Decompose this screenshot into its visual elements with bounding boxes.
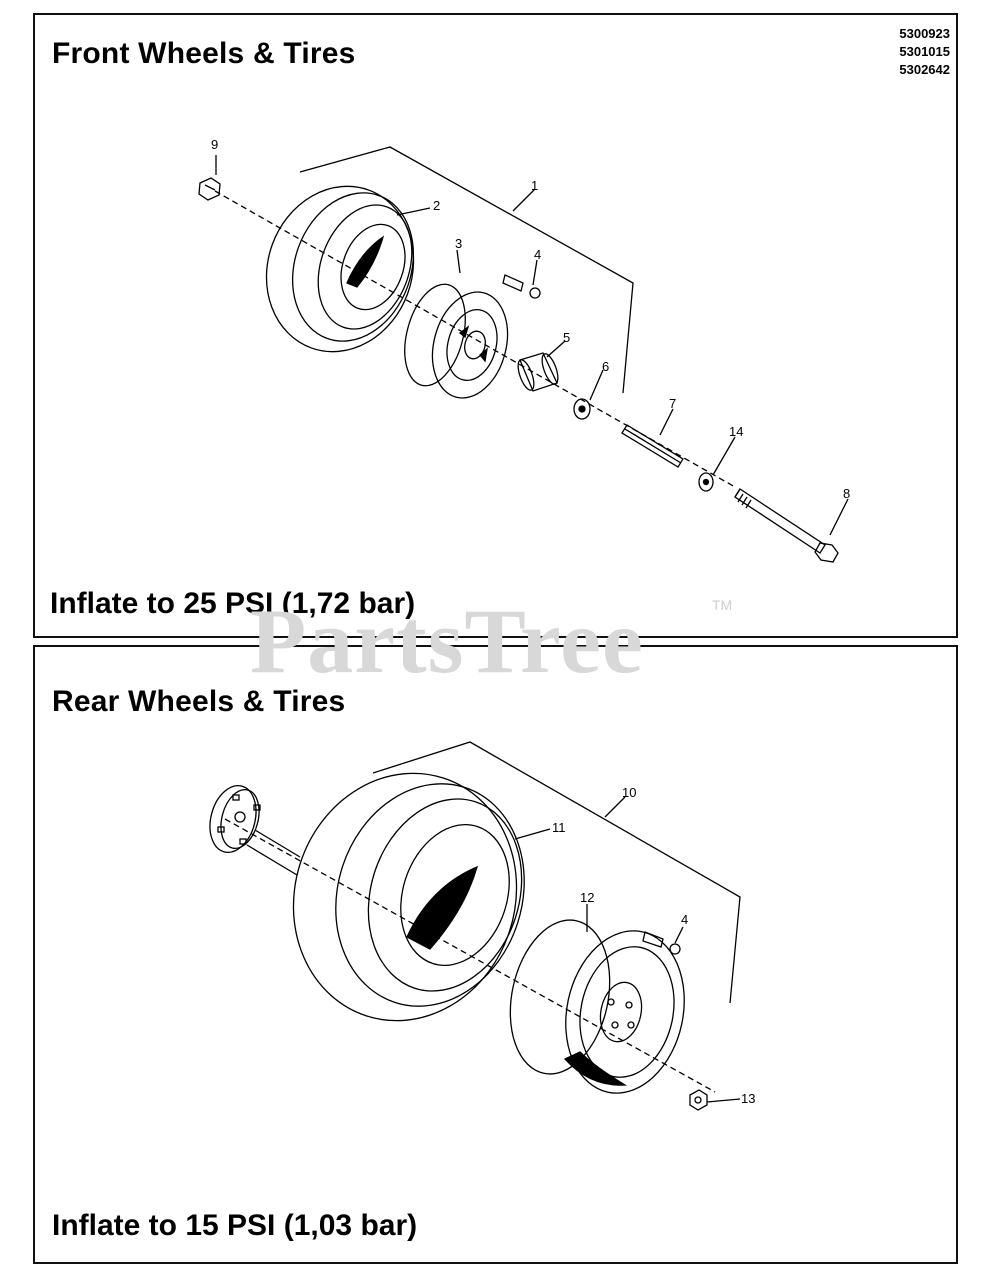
model-numbers: 5300923 5301015 5302642: [899, 25, 950, 79]
callout-1: 1: [531, 178, 538, 193]
leader-4: [674, 926, 684, 944]
trademark-mark: TM: [712, 597, 733, 613]
callout-7: 7: [669, 396, 676, 411]
callout-5: 5: [563, 330, 570, 345]
part-3-rim: [404, 283, 509, 399]
model-number: 5300923: [899, 26, 950, 41]
leader-8: [829, 498, 849, 536]
model-number: 5301015: [899, 44, 950, 59]
callout-9: 9: [211, 137, 218, 152]
leader-5: [546, 340, 566, 358]
part-7-spacer: [621, 424, 684, 468]
part-9-nut: [198, 177, 221, 201]
axis-line: [224, 818, 716, 1093]
callout-4: 4: [534, 247, 541, 262]
part-4-valve-stem: [502, 274, 541, 299]
leader-13: [706, 1098, 741, 1103]
callout-3: 3: [455, 236, 462, 251]
part-4-valve-stem: [642, 931, 681, 955]
rear-inflate-note: Inflate to 15 PSI (1,03 bar): [52, 1209, 418, 1242]
leader-1: [512, 188, 536, 212]
rear-wheels-panel: Rear Wheels & Tires: [33, 645, 958, 1264]
callout-10: 10: [622, 785, 636, 800]
callout-14: 14: [729, 424, 743, 439]
part-11-tire: [292, 772, 525, 1022]
part-12-rim: [509, 919, 685, 1094]
leader-2: [396, 207, 431, 216]
leader-10: [604, 796, 626, 818]
hub: [209, 785, 301, 876]
part-2-tire: [265, 185, 415, 353]
leader-14: [712, 436, 736, 476]
rear-panel-title: Rear Wheels & Tires: [52, 685, 346, 718]
front-wheel-exploded-diagram: 9 2 3 4 5 6 7 14 8 1: [198, 137, 850, 563]
callout-2: 2: [433, 198, 440, 213]
callout-4: 4: [681, 912, 688, 927]
part-8-bolt: [734, 488, 839, 563]
callout-11: 11: [552, 820, 566, 835]
part-6-washer: [573, 398, 591, 420]
leader-6: [589, 369, 604, 401]
part-5-bushing: [517, 352, 559, 392]
assembly-bracket: [372, 741, 741, 1004]
leader-4: [532, 259, 538, 286]
callout-6: 6: [602, 359, 609, 374]
front-inflate-note: Inflate to 25 PSI (1,72 bar): [50, 587, 416, 620]
rear-wheel-exploded-diagram: 10 11 12 4 13: [209, 741, 755, 1111]
front-wheels-panel: Front Wheels & Tires 5300923 5301015 530…: [33, 13, 958, 638]
model-number: 5302642: [899, 62, 950, 77]
callout-12: 12: [580, 890, 594, 905]
callout-8: 8: [843, 486, 850, 501]
front-panel-title: Front Wheels & Tires: [52, 37, 356, 70]
assembly-bracket: [299, 146, 634, 394]
leader-7: [659, 408, 674, 436]
leader-11: [514, 828, 551, 840]
part-13-lug-nut: [689, 1089, 708, 1111]
callout-13: 13: [741, 1091, 755, 1106]
leader-3: [456, 249, 461, 274]
part-14-washer: [698, 472, 714, 492]
